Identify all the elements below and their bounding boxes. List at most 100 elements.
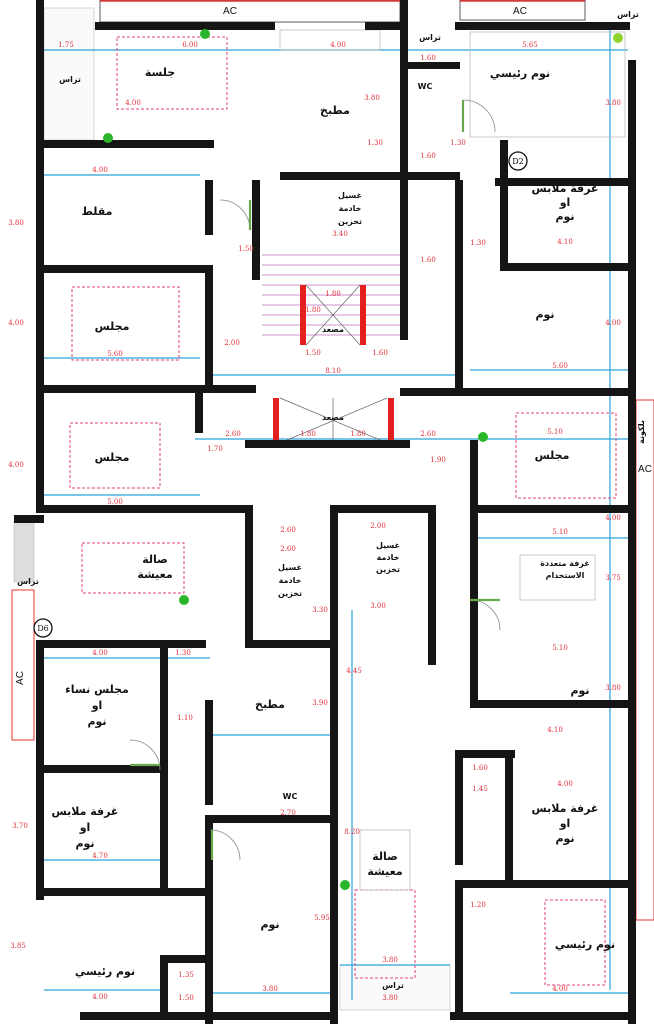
dimension-label: 4.00 [92,649,108,657]
dimension-label: 5.10 [552,644,568,652]
room-label: جلسة [145,66,175,79]
room-label: تخزين [278,589,302,598]
dimension-label: 3.80 [382,994,398,1002]
dimension-label: 1.60 [420,54,436,62]
dimension-label: 1.60 [472,764,488,772]
room-label: مصعد [322,325,344,334]
room-label: نوم [555,210,574,223]
room-label: WC [418,82,433,91]
dimension-label: 3.80 [605,99,621,107]
dimension-label: 5.95 [314,914,330,922]
dimension-label: 1.30 [450,139,466,147]
terrace-hatching [13,7,451,1011]
room-label: خادمة [339,204,362,213]
room-label: مجلس [95,320,130,333]
dimension-label: 4.70 [92,852,108,860]
room-label: نوم [535,308,554,321]
room-label: صالة [372,850,398,863]
dimension-label: 3.90 [312,699,328,707]
room-label: غرفة ملابس [532,802,599,815]
dimension-label: 3.70 [12,822,28,830]
dimension-label: 1.30 [367,139,383,147]
room-label: معيشة [367,865,402,878]
dimension-label: 2.60 [280,526,296,534]
room-label: غسيل [376,541,400,550]
dimension-label: 2.60 [280,545,296,553]
ac-label: AC [638,464,652,475]
dimension-label: 6.00 [182,41,198,49]
dimension-label: 4.00 [552,985,568,993]
room-label: تراس [617,10,639,20]
room-label: تخزين [338,217,362,226]
dimension-label: 4.00 [125,99,141,107]
room-label: نوم [75,837,94,850]
stair-core [262,254,400,444]
dimension-label: 1.60 [372,349,388,357]
ac-label: AC [513,6,527,17]
room-label: تراس [382,981,404,991]
room-label: مجلس نساء [65,683,129,696]
room-label: غسيل [278,563,302,572]
dimension-label: 5.10 [552,528,568,536]
dimension-label: 3.80 [262,985,278,993]
room-label: تراس [17,577,39,587]
dimension-label: 1.20 [470,901,486,909]
dimension-label: 1.80 [350,430,366,438]
room-label: تراس [59,75,81,85]
dimension-label: 1.75 [58,41,74,49]
dimension-label: 1.70 [207,445,223,453]
dimension-label: 8.10 [325,367,341,375]
dimension-label: 3.40 [332,230,348,238]
plant-icon [478,432,488,442]
room-label: تراس [419,33,441,43]
dimension-label: 4.10 [557,238,573,246]
room-label: نوم رئيسي [555,938,615,951]
dimension-label: 5.60 [552,362,568,370]
room-label: تخزين [376,565,400,574]
dimension-label: 5.00 [107,498,123,506]
room-label: او [91,699,103,712]
dimension-label: 2.60 [225,430,241,438]
marker-d2: D2 [512,157,524,166]
dimension-label: 2.00 [224,339,240,347]
plant-icon [179,595,189,605]
dimension-label: 1.60 [420,152,436,160]
room-label: غرفة متعددة [540,559,590,568]
dimension-label: 4.00 [557,780,573,788]
room-label: مطبخ [320,104,350,117]
ac-label: AC [15,671,26,685]
dimension-label: 1.10 [177,714,193,722]
dimension-label: 1.90 [430,456,446,464]
doors [129,99,501,861]
room-label: بلكونة [637,420,646,444]
dimension-label: 2.70 [280,809,296,817]
dimension-label: 4.00 [330,41,346,49]
room-label: WC [283,792,298,801]
dimension-label: 1.80 [305,306,321,314]
dimension-label: 1.35 [178,971,194,979]
dimension-label: 3.80 [605,684,621,692]
dimension-label: 4.00 [8,319,24,327]
room-label: مجلس [535,449,570,462]
plant-icon [340,880,350,890]
dimension-label: 5.10 [547,428,563,436]
room-label: نوم [260,918,279,931]
dimension-label: 4.45 [346,667,362,675]
dimension-label: 1.30 [470,239,486,247]
dimension-label: 4.10 [547,726,563,734]
room-label: او [79,821,91,834]
room-label: مجلس [95,451,130,464]
room-label: نوم رئيسي [490,67,550,80]
dimension-label: 3.80 [364,94,380,102]
dimension-label: 5.60 [107,350,123,358]
plant-icon [200,29,210,39]
room-label: نوم رئيسي [75,965,135,978]
room-label: او [559,817,571,830]
dimension-label: 1.30 [175,649,191,657]
room-labels: تراس تراس تراس جلسة مطبخ WC نوم رئيسي مق… [17,10,646,991]
dimension-label: 4.00 [605,514,621,522]
room-label: مقلط [82,205,113,218]
room-label: غرفة ملابس [532,182,599,195]
dimension-label: 4.00 [92,166,108,174]
